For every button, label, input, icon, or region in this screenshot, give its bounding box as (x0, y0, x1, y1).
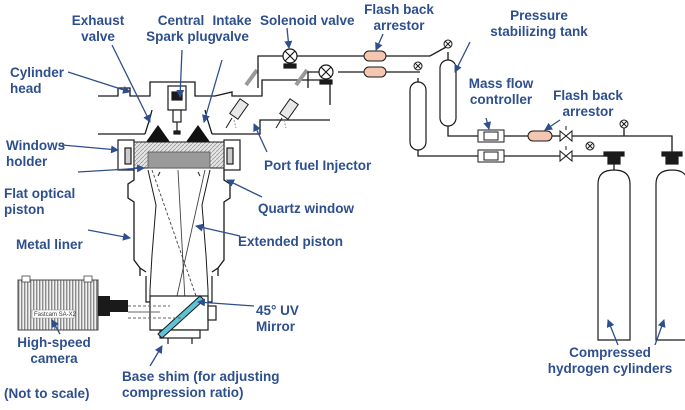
label-not-to-scale: (Not to scale) (4, 386, 90, 401)
label-flash-back-arrestor-right: Flash back arrestor (548, 88, 628, 120)
label-line: compression ratio) (122, 385, 244, 400)
label-windows-holder: Windows holder (6, 138, 65, 170)
spark-plug-icon (167, 85, 187, 135)
label-line: Exhaust (71, 13, 125, 28)
fuel-injector-icon (225, 68, 259, 129)
label-line: arrestor (373, 18, 425, 33)
label-line: High-speed (17, 335, 91, 350)
label-line: 45° UV (256, 303, 299, 318)
label-port-fuel-injector: Port fuel Injector (264, 158, 372, 173)
label-line: Windows (6, 138, 66, 153)
label-line: stabilizing tank (490, 24, 588, 39)
label-solenoid-valve: Solenoid valve (260, 13, 355, 28)
label-line: Spark plug (146, 29, 216, 44)
high-speed-camera-icon: Fastcam SA-X2 (17, 275, 128, 331)
pressure-stabilizing-tank (409, 59, 457, 151)
label-line: Flash back (553, 88, 623, 103)
mass-flow-controller-icon (477, 129, 505, 163)
fuel-injector-icon (275, 68, 309, 129)
metal-liner (127, 170, 231, 276)
label-high-speed-camera: High-speed camera (4, 335, 104, 367)
label-intake-valve: Intake valve (206, 13, 258, 45)
label-line: Mirror (256, 319, 296, 334)
label-uv-mirror: 45° UV Mirror (256, 303, 299, 335)
intake-valve-icon (186, 125, 210, 142)
label-central-spark-plug: Central Spark plug (140, 13, 222, 45)
label-line: valve (215, 29, 249, 44)
label-flash-back-arrestor-top: Flash back arrestor (360, 2, 438, 34)
label-mass-flow-controller: Mass flow controller (460, 76, 542, 108)
label-line: Mass flow (468, 76, 534, 91)
label-line: holder (6, 154, 48, 169)
label-cylinder-head: Cylinder head (10, 65, 64, 97)
label-line: arrestor (562, 104, 614, 119)
hydrogen-cylinder-icon (655, 151, 685, 341)
label-base-shim: Base shim (for adjusting compression rat… (122, 369, 280, 401)
label-flat-optical-piston: Flat optical piston (4, 186, 75, 218)
label-line: controller (469, 92, 533, 107)
flash-back-arrestor-icon (363, 50, 387, 78)
label-line: Pressure (510, 8, 568, 23)
label-metal-liner: Metal liner (16, 237, 83, 252)
flash-back-arrestor-icon (527, 130, 553, 142)
label-line: Flat optical (4, 186, 76, 201)
solenoid-valve-icon (318, 64, 334, 85)
label-line: hydrogen cylinders (547, 361, 673, 376)
leader-arrows (51, 27, 666, 367)
camera-model-text: Fastcam SA-X2 (34, 312, 77, 318)
valve-icon (619, 119, 629, 129)
label-line: Compressed (569, 345, 651, 360)
valve-icon (585, 141, 595, 151)
label-quartz-window: Quartz window (258, 201, 354, 216)
label-line: Flash back (364, 2, 434, 17)
windows-holder (117, 139, 241, 171)
label-line: head (10, 81, 42, 96)
label-exhaust-valve: Exhaust valve (58, 13, 138, 45)
label-line: Cylinder (10, 65, 65, 80)
label-extended-piston: Extended piston (238, 234, 344, 249)
label-pressure-stabilizing-tank: Pressure stabilizing tank (474, 8, 604, 40)
label-line: piston (4, 202, 45, 217)
hydrogen-cylinder-icon (597, 151, 631, 341)
solenoid-valve-icon (282, 48, 298, 69)
optical-path (151, 169, 206, 306)
exhaust-valve-icon (146, 125, 170, 142)
needle-valve-icon (559, 126, 573, 163)
camera-sightlines (128, 305, 185, 319)
label-line: Intake (212, 13, 252, 28)
piston-base (145, 276, 217, 344)
valve-icon (443, 39, 453, 49)
valve-icon (413, 61, 423, 71)
quartz-window (133, 141, 225, 169)
label-line: Central (157, 13, 205, 28)
label-line: camera (30, 351, 78, 366)
label-line: valve (81, 29, 115, 44)
label-line: Base shim (for adjusting (122, 369, 280, 384)
gas-piping (257, 45, 673, 170)
label-compressed-hydrogen-cylinders: Compressed hydrogen cylinders (540, 345, 680, 377)
